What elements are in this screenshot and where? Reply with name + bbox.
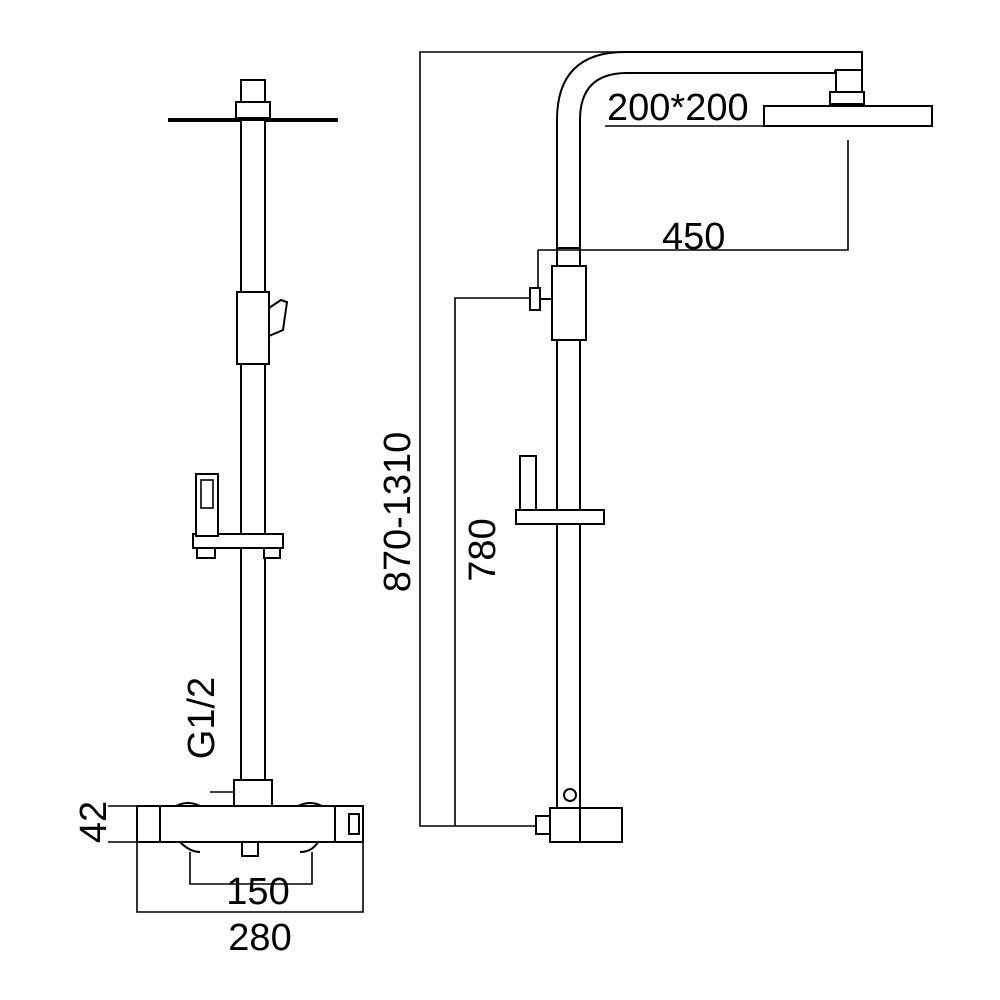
label-arm-reach: 450: [662, 216, 725, 258]
side-pipe-elbow-hole: [563, 788, 577, 802]
front-valve-body: [136, 805, 364, 843]
side-view: [419, 51, 933, 843]
label-valve-depth: 42: [73, 801, 115, 843]
side-lower-pipe: [556, 339, 581, 809]
front-diverter-handle: [268, 298, 289, 337]
dim-870-1310-line: [419, 51, 862, 827]
label-inlet-spacing: 150: [226, 871, 289, 913]
front-bottom-outlet: [241, 841, 259, 857]
front-head-connector: [235, 101, 271, 119]
side-rain-head: [763, 105, 933, 127]
side-diverter-handle: [529, 287, 541, 311]
front-diverter-body: [236, 291, 270, 365]
front-view: [108, 79, 364, 913]
side-diverter-body: [551, 265, 587, 341]
dim-280-line: [136, 842, 364, 913]
side-head-connector-lower: [829, 91, 865, 105]
front-slider-knob-left: [196, 547, 216, 559]
label-valve-width: 280: [228, 917, 291, 959]
side-shower-arm-inner: [579, 70, 836, 248]
side-valve-inlet-nut: [535, 815, 551, 835]
label-total-height: 870-1310: [377, 432, 419, 593]
dim-450-line: [538, 140, 849, 251]
front-upper-pipe: [240, 119, 266, 293]
label-handset-height: 780: [462, 518, 504, 581]
front-lower-pipe: [240, 363, 266, 783]
front-valve-knob: [348, 813, 360, 835]
front-valve-bottom-nuts: [179, 841, 319, 853]
front-hand-shower: [195, 473, 219, 537]
front-pipe-connector: [233, 779, 273, 807]
side-valve-body: [549, 807, 623, 843]
side-head-connector-upper: [835, 69, 863, 93]
label-head-size: 200*200: [607, 87, 749, 129]
front-hand-shower-face: [200, 479, 214, 509]
front-slider-knob-right: [263, 547, 281, 559]
side-slider-bracket: [515, 509, 605, 525]
front-slider-bar: [192, 533, 284, 549]
front-head-connector-top: [240, 79, 266, 103]
label-inlet-thread: G1/2: [181, 677, 223, 759]
side-hand-shower: [519, 455, 537, 511]
dim-150-line: [189, 852, 313, 885]
dim-780-line: [454, 297, 530, 826]
